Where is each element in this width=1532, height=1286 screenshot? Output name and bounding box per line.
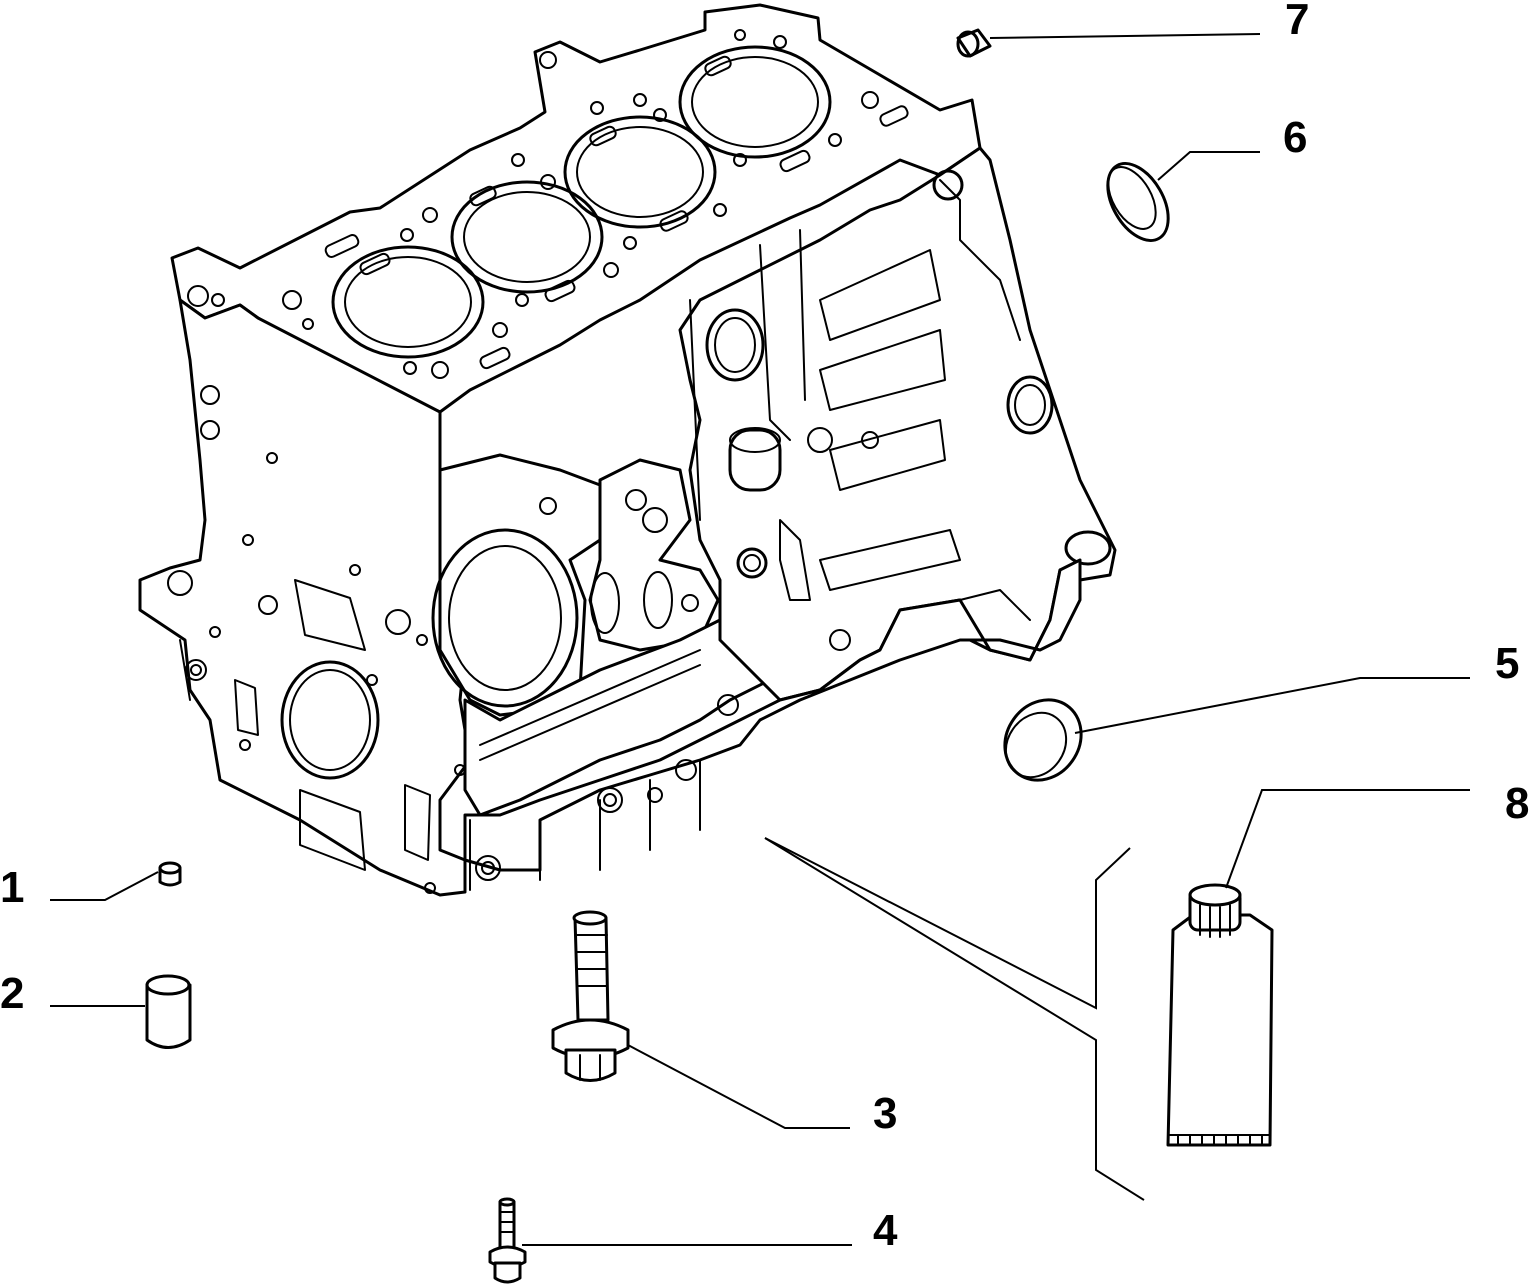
part-8-sealant-tube — [1166, 789, 1470, 1147]
part-5-core-plug — [1003, 677, 1470, 782]
callout-8: 8 — [1505, 779, 1529, 828]
part-7-sleeve — [956, 28, 1261, 58]
callout-5: 5 — [1495, 639, 1519, 688]
callout-7: 7 — [1285, 0, 1309, 44]
engine-block — [138, 3, 1117, 897]
group-bracket — [764, 837, 1145, 1201]
part-3-bolt — [551, 910, 850, 1129]
part-6-core-plug — [1106, 151, 1260, 242]
callout-labels: 7 6 5 8 1 2 3 4 — [0, 0, 1529, 1255]
callout-4: 4 — [873, 1206, 898, 1255]
callout-1: 1 — [0, 863, 24, 912]
callout-2: 2 — [0, 969, 24, 1018]
callout-3: 3 — [873, 1089, 897, 1138]
part-2-sleeve — [50, 974, 192, 1049]
part-4-bolt — [488, 1197, 852, 1284]
callout-6: 6 — [1283, 113, 1307, 162]
part-1-dowel — [50, 861, 182, 901]
